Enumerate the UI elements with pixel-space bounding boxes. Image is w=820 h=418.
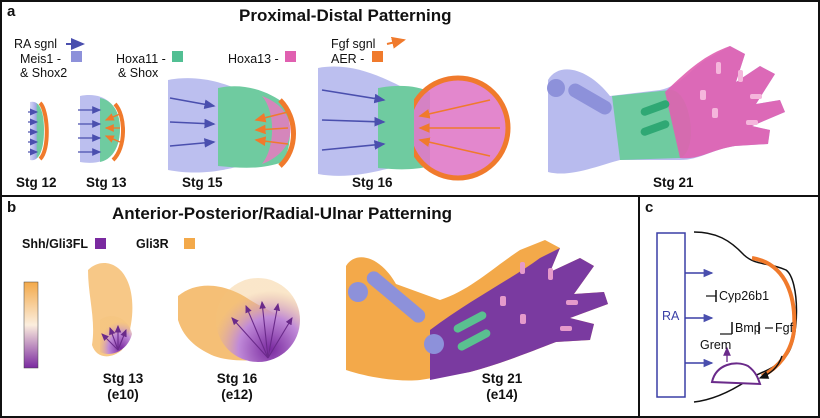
- stage-label-b-13: Stg 13(e10): [93, 371, 153, 403]
- legend-ra-signal: RA sgnl: [14, 37, 57, 51]
- legend-gli3r: Gli3R: [136, 237, 169, 251]
- stage-label-16: Stg 16: [352, 175, 393, 191]
- legend-hoxa13: Hoxa13 -: [228, 52, 279, 66]
- legend-shh-gli3fl: Shh/Gli3FL: [22, 237, 88, 251]
- legend-hoxa11: Hoxa11 -: [116, 52, 166, 66]
- c-bmp-label: Bmp: [735, 321, 761, 335]
- legend-hoxa11-line2: & Shox: [118, 66, 158, 80]
- legend-fgf-signal: Fgf sgnl: [331, 37, 375, 51]
- stage-label-15: Stg 15: [182, 175, 223, 191]
- legend-meis-line2: & Shox2: [20, 66, 67, 80]
- panel-b-title: Anterior-Posterior/Radial-Ulnar Patterni…: [112, 204, 452, 224]
- panel-b-letter: b: [7, 199, 16, 216]
- stage-label-b-16: Stg 16(e12): [207, 371, 267, 403]
- legend-meis: Meis1 -: [20, 52, 61, 66]
- panel-c-letter: c: [645, 199, 653, 216]
- c-shh-label: Shh: [728, 368, 752, 382]
- stage-label-21: Stg 21: [653, 175, 694, 191]
- panel-a-title: Proximal-Distal Patterning: [239, 6, 452, 26]
- stage-label-12: Stg 12: [16, 175, 57, 191]
- stage-label-b-21: Stg 21(e14): [472, 371, 532, 403]
- panel-a-letter: a: [7, 3, 15, 20]
- c-fgf-label: Fgf: [775, 321, 793, 335]
- c-ra-label: RA: [662, 309, 679, 323]
- stage-label-13: Stg 13: [86, 175, 127, 191]
- legend-aer: AER -: [331, 52, 364, 66]
- c-grem-label: Grem: [700, 338, 731, 352]
- c-cyp26b1-label: Cyp26b1: [719, 289, 769, 303]
